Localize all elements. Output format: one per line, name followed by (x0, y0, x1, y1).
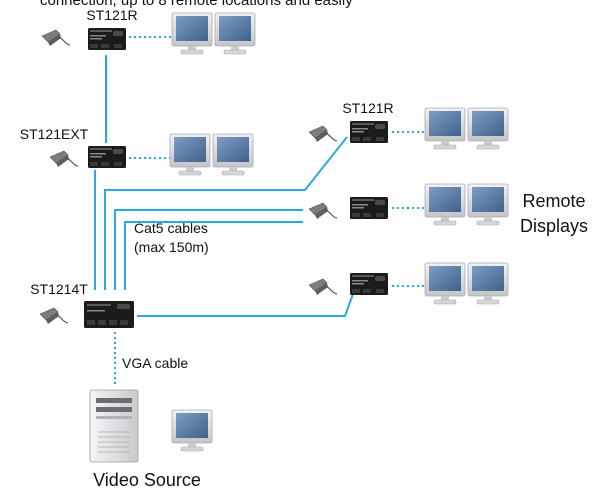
cable-tx-to-r1 (104, 136, 348, 290)
monitor-icon (169, 133, 211, 176)
kvm-receiver-icon (88, 28, 126, 50)
label-st121r-right: ST121R (342, 100, 393, 116)
st121r-right-1-group (308, 107, 509, 150)
power-adapter-icon (41, 29, 71, 47)
monitor-icon (212, 133, 254, 176)
monitor-icon (424, 262, 466, 305)
video-source-group (89, 389, 213, 463)
tower-pc-icon (89, 389, 139, 463)
header-text: connection, up to 8 remote locations and… (40, 0, 353, 9)
kvm-receiver-icon (350, 273, 388, 295)
power-adapter-icon (49, 150, 79, 168)
label-st121r-top: ST121R (86, 7, 137, 23)
label-video-source: Video Source (93, 470, 201, 490)
cable-tx-to-r4 (137, 293, 354, 317)
cable-tx-to-r2 (114, 209, 303, 290)
monitor-icon (171, 409, 213, 452)
monitor-icon (424, 183, 466, 226)
power-adapter-icon (308, 125, 338, 143)
kvm-transmitter-icon (84, 301, 134, 328)
label-st1214t: ST1214T (30, 281, 88, 297)
st1214t-group (39, 301, 134, 328)
kvm-receiver-icon (350, 121, 388, 143)
cable-tx-to-r3 (124, 221, 303, 290)
video-links (114, 36, 425, 386)
kvm-receiver-icon (350, 197, 388, 219)
monitor-icon (467, 262, 509, 305)
cat5-cables (94, 55, 354, 317)
label-displays: Displays (520, 216, 588, 236)
monitor-icon (424, 107, 466, 150)
label-cat5: Cat5 cables (134, 220, 208, 236)
power-adapter-icon (308, 278, 338, 296)
monitor-icon (171, 12, 213, 55)
label-st121ext: ST121EXT (20, 126, 89, 142)
monitor-icon (214, 12, 256, 55)
power-adapter-icon (308, 202, 338, 220)
monitor-icon (467, 107, 509, 150)
label-cat5-max: (max 150m) (134, 239, 209, 255)
st121r-top-group (41, 12, 256, 55)
monitor-icon (467, 183, 509, 226)
st121r-right-3-group (308, 262, 509, 305)
kvm-extender-icon (88, 146, 126, 168)
power-adapter-icon (39, 307, 69, 325)
label-remote: Remote (522, 191, 585, 211)
st121r-right-2-group (308, 183, 509, 226)
label-vga: VGA cable (122, 355, 188, 371)
